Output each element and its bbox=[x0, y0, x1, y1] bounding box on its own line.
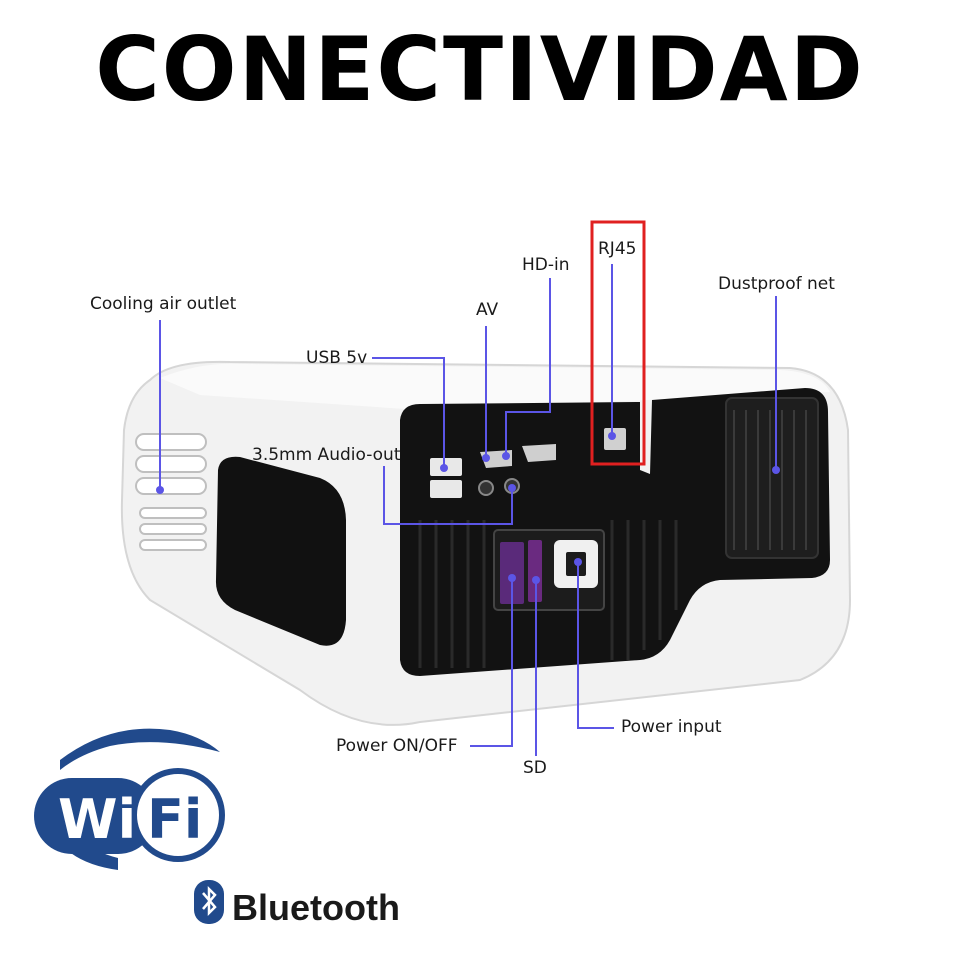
label-dustproof-net: Dustproof net bbox=[718, 274, 835, 294]
label-power-on-off: Power ON/OFF bbox=[336, 736, 458, 756]
av-jack bbox=[478, 480, 494, 496]
projector-top bbox=[160, 363, 830, 410]
rear-grille bbox=[418, 520, 678, 668]
rj45-port bbox=[604, 428, 626, 450]
leader-lines bbox=[159, 264, 777, 756]
label-av: AV bbox=[476, 300, 499, 320]
usb-port-bottom bbox=[430, 480, 462, 498]
label-usb: USB 5v bbox=[306, 348, 368, 368]
rj45-highlight bbox=[590, 220, 646, 466]
label-sd: SD bbox=[523, 758, 547, 778]
leader-dots bbox=[156, 432, 780, 584]
sd-slot bbox=[528, 540, 542, 602]
power-switch bbox=[500, 542, 524, 604]
label-hd-in: HD-in bbox=[522, 255, 570, 275]
wifi-logo: Wi Fi bbox=[34, 728, 225, 870]
dustproof-mesh bbox=[733, 410, 807, 550]
page-title: CONECTIVIDAD bbox=[95, 18, 865, 121]
dustproof-grille bbox=[725, 397, 819, 559]
hdmi-port-2 bbox=[522, 444, 556, 462]
side-window bbox=[215, 456, 346, 646]
wifi-text-fi: Fi bbox=[147, 788, 202, 851]
label-audio-out: 3.5mm Audio-out bbox=[252, 445, 401, 465]
label-rj45: RJ45 bbox=[598, 239, 637, 259]
label-cooling-air-outlet: Cooling air outlet bbox=[90, 294, 237, 314]
label-power-input: Power input bbox=[621, 717, 722, 737]
bluetooth-logo: Bluetooth bbox=[194, 880, 400, 928]
cooling-vents bbox=[135, 433, 207, 551]
wifi-text-wi: Wi bbox=[58, 788, 136, 851]
bluetooth-text: Bluetooth bbox=[232, 887, 400, 928]
